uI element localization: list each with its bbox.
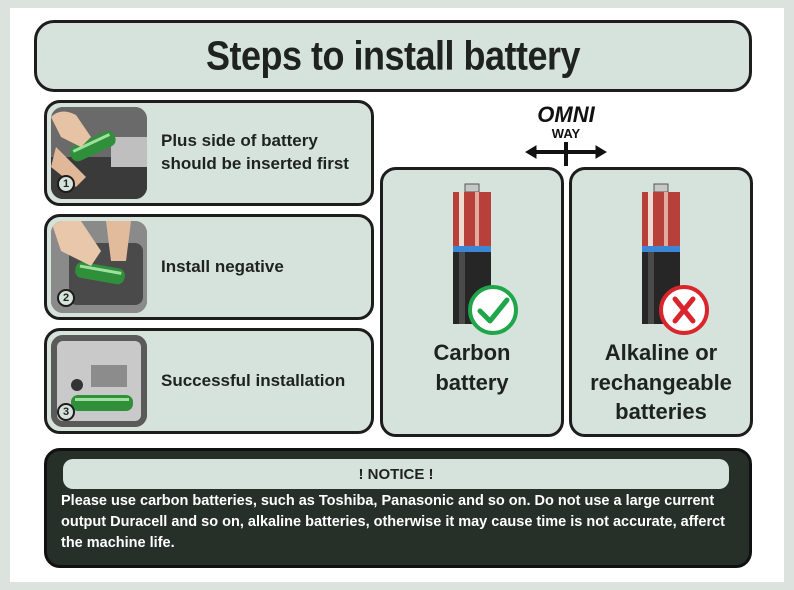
page-title: Steps to install battery	[205, 32, 581, 79]
step-2-card: 2 Install negative	[44, 214, 374, 320]
step-number-badge: 1	[57, 175, 75, 193]
cross-icon	[659, 285, 709, 335]
title-banner: Steps to install battery	[34, 20, 752, 92]
check-icon	[468, 285, 518, 335]
alkaline-caption-line-3: batteries	[615, 399, 707, 425]
notice-text: Please use carbon batteries, such as Tos…	[61, 493, 725, 552]
carbon-caption-line-1: Carbon	[433, 340, 511, 365]
notice-panel: ! NOTICE ! Please use carbon batteries, …	[44, 448, 752, 568]
carbon-caption-line-2: battery	[435, 369, 509, 395]
omniway-logo: OMNI WAY	[520, 100, 612, 172]
step-3-label: Successful installation	[161, 331, 365, 431]
step-1-line-2: should be inserted first	[161, 154, 349, 173]
step-1-card: 1 Plus side of battery should be inserte…	[44, 100, 374, 206]
logo-text-bottom: WAY	[552, 126, 581, 141]
step-2-photo: 2	[51, 221, 147, 313]
alkaline-caption: Alkaline or rechangeable batteries	[572, 338, 750, 427]
battery-icon	[642, 183, 680, 324]
step-3-photo: 3	[51, 335, 147, 427]
step-2-label: Install negative	[161, 217, 365, 317]
logo-arrows-icon	[525, 142, 607, 166]
step-1-label: Plus side of battery should be inserted …	[161, 103, 365, 203]
alkaline-caption-line-2: rechangeable	[590, 369, 732, 395]
step-3-card: 3 Successful installation	[44, 328, 374, 434]
alkaline-battery-card: Alkaline or rechangeable batteries	[569, 167, 753, 437]
step-number-badge: 2	[57, 289, 75, 307]
step-1-line-1: Plus side of battery	[161, 131, 318, 151]
step-number-badge: 3	[57, 403, 75, 421]
carbon-battery-card: Carbon battery	[380, 167, 564, 437]
step-3-line-1: Successful installation	[161, 370, 346, 390]
step-2-line-1: Install negative	[161, 256, 284, 276]
step-1-photo: 1	[51, 107, 147, 199]
logo-text-top: OMNI	[537, 102, 595, 127]
alkaline-caption-line-1: Alkaline or	[604, 340, 718, 365]
carbon-caption: Carbon battery	[383, 338, 561, 397]
notice-heading: ! NOTICE !	[63, 459, 729, 489]
